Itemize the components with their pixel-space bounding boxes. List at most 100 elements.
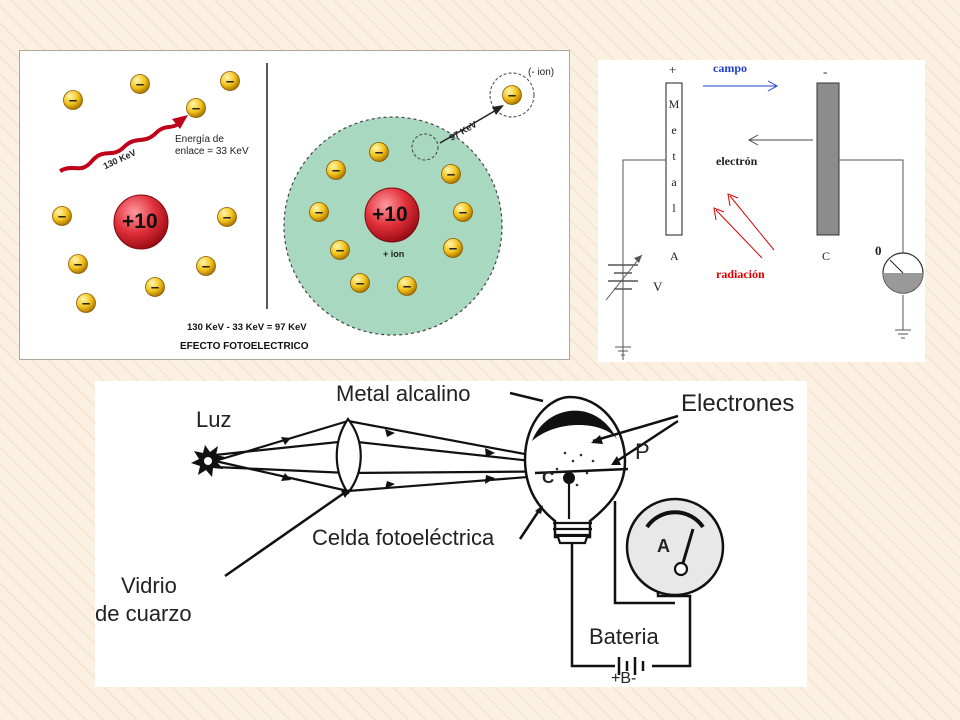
photoelectric-cell-panel: Metal alcalino Electrones Luz P C Celda …	[95, 381, 807, 687]
electrometer-fill	[883, 273, 923, 293]
electrons-label: Electrones	[681, 390, 795, 417]
electron-sign: –	[449, 240, 457, 257]
electron	[350, 273, 370, 293]
plus-sign: +	[669, 62, 677, 77]
electron	[196, 256, 216, 276]
electron	[453, 202, 473, 222]
binding-energy-line1: Energía de	[175, 134, 224, 145]
field-label: campo	[713, 61, 747, 75]
battery-symbol-label: +B-	[611, 670, 637, 687]
electron	[130, 74, 150, 94]
electron-sign: –	[356, 275, 364, 292]
circuit-diagram	[605, 80, 924, 360]
electron-sign: –	[151, 279, 159, 296]
ejection-arrowhead	[492, 105, 504, 115]
radiation-label: radiación	[716, 267, 765, 281]
nucleus-left	[113, 194, 169, 250]
atom-diagram: ––––––––––––––––––––	[52, 63, 535, 336]
p-label: P	[635, 439, 650, 464]
anode-label: A	[670, 249, 679, 263]
cell-pointer-head	[535, 505, 543, 514]
ammeter-needle	[681, 528, 695, 564]
electrometer-zero: 0	[875, 243, 882, 258]
photocell-bulb	[523, 395, 627, 539]
electron	[330, 240, 350, 260]
variable-arrow	[605, 254, 643, 301]
cell-diagram	[191, 391, 725, 675]
radiation-ray-2-head	[713, 207, 725, 221]
electron-sign: –	[202, 258, 210, 275]
battery-label: Bateria	[589, 624, 659, 649]
electron-sign: –	[447, 166, 455, 183]
electron	[443, 238, 463, 258]
voltage-label: V	[653, 279, 663, 294]
radiation-ray-1-head	[727, 193, 739, 207]
electron	[63, 90, 83, 110]
quartz-pointer	[224, 489, 348, 578]
quartz-glass-label-line1: Vidrio	[121, 573, 177, 598]
light-label: Luz	[196, 407, 232, 432]
cathode-label: C	[822, 249, 831, 263]
light-source-core	[204, 457, 212, 465]
electron-sign: –	[459, 204, 467, 221]
field-arrowhead	[767, 80, 779, 92]
metal-vertical-label: M e t a l	[666, 98, 682, 228]
variable-arrowhead	[634, 255, 642, 263]
electron	[309, 202, 329, 222]
cell-pointer	[518, 508, 542, 540]
right-wire	[839, 159, 904, 255]
metal-letter: t	[672, 149, 676, 163]
electron-arrowhead	[747, 134, 759, 146]
p-pointer	[534, 467, 629, 475]
electron-sign: –	[332, 162, 340, 179]
electron-label: electrón	[716, 154, 758, 168]
circuit-wire-meter	[613, 501, 675, 605]
electrons-pointer	[592, 414, 679, 443]
metal-letter: e	[671, 123, 677, 137]
electron	[52, 206, 72, 226]
incoming-photon-wave	[59, 119, 184, 173]
electron	[502, 85, 522, 105]
radiation-ray-1	[729, 195, 775, 251]
electron-sign: –	[69, 92, 77, 109]
electron	[397, 276, 417, 296]
electrons-pointer-head	[591, 435, 603, 444]
electron	[326, 160, 346, 180]
bulb-base	[553, 521, 592, 537]
nucleus-right-charge: +10	[372, 203, 408, 226]
electron	[369, 142, 389, 162]
metal-letter: M	[668, 97, 680, 111]
nucleus-left-charge: +10	[122, 210, 158, 233]
photon-arrowhead	[172, 115, 188, 129]
radiation-ray-2	[715, 209, 763, 259]
left-wire	[622, 159, 666, 360]
electron	[217, 207, 237, 227]
photoelectric-atom-panel: –––––––––––––––––––– +10 +10 Energía de …	[19, 50, 570, 360]
ammeter-label: A	[657, 536, 670, 556]
quartz-pointer-head	[341, 489, 351, 498]
ground-left	[615, 346, 631, 356]
metal-letter: l	[672, 201, 676, 215]
ejected-electron-circle	[489, 72, 535, 118]
positive-ion-label: + ion	[383, 249, 405, 259]
electron	[76, 293, 96, 313]
electron-sign: –	[82, 295, 90, 312]
panel-caption: EFECTO FOTOELECTRICO	[180, 341, 309, 352]
electron-sign: –	[315, 204, 323, 221]
photocell-label: Celda fotoeléctrica	[312, 525, 495, 550]
electron-sign: –	[58, 208, 66, 225]
electron-sign: –	[336, 242, 344, 259]
electron-sign: –	[136, 76, 144, 93]
alkali-metal-label: Metal alcalino	[336, 381, 471, 406]
nucleus-right	[364, 187, 420, 243]
electron-group: ––––––––––––––––––––	[52, 71, 522, 313]
battery-symbol	[617, 657, 645, 675]
electron	[68, 254, 88, 274]
electron-sign: –	[192, 100, 200, 117]
electron-sign: –	[403, 278, 411, 295]
electrons-pointer-2-head	[611, 456, 621, 465]
negative-ion-label: (- ion)	[528, 67, 555, 78]
cathode-plate	[816, 82, 840, 236]
ray-arrowheads	[281, 429, 495, 489]
